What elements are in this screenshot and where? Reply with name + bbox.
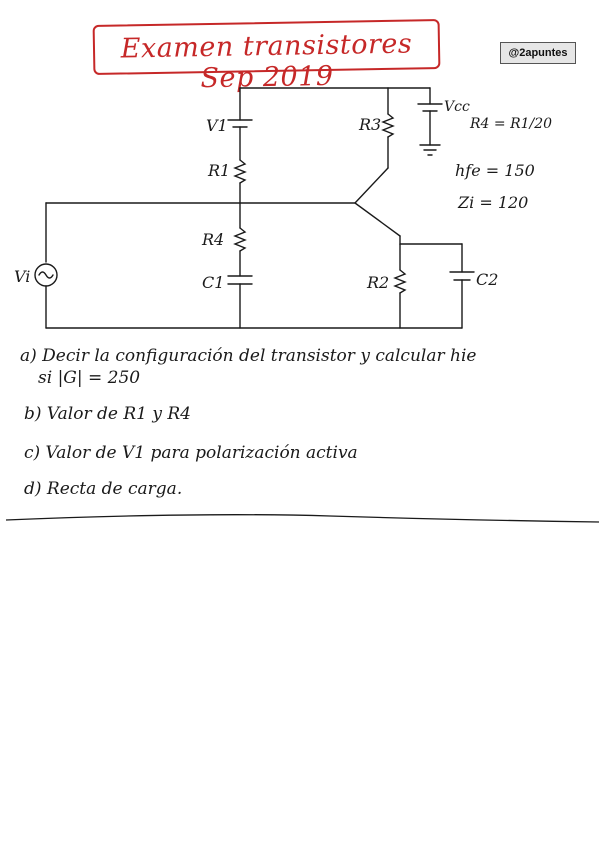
- label-r3: R3: [358, 115, 381, 134]
- r1-resistor: [233, 159, 247, 184]
- question-b: b) Valor de R1 y R4: [24, 404, 191, 424]
- label-v1: V1: [206, 116, 228, 135]
- c1-capacitor: [227, 275, 253, 285]
- label-c2: C2: [476, 270, 498, 289]
- label-vi: Vi: [14, 267, 30, 286]
- r4-resistor: [233, 227, 247, 252]
- given-r4-relation: R4 = R1/20: [469, 116, 552, 132]
- label-r2: R2: [366, 273, 389, 292]
- question-a-line1: a) Decir la configuración del transistor…: [20, 346, 477, 366]
- transistor: [354, 167, 401, 237]
- watermark-badge: @2apuntes: [500, 42, 576, 64]
- given-zi: Zi = 120: [457, 193, 528, 212]
- r2-resistor: [393, 269, 407, 294]
- given-hfe: hfe = 150: [455, 161, 535, 180]
- label-vcc: Vcc: [444, 99, 470, 115]
- label-c1: C1: [202, 273, 224, 292]
- label-r1: R1: [207, 161, 230, 180]
- vcc-battery: [417, 103, 443, 112]
- ground-icon: [419, 144, 441, 156]
- divider-line: [5, 514, 599, 523]
- question-a-line2: si |G| = 250: [38, 368, 141, 388]
- label-r4: R4: [201, 230, 224, 249]
- r3-resistor: [381, 113, 395, 138]
- question-d: d) Recta de carga.: [24, 479, 183, 499]
- v1-battery: [227, 119, 253, 128]
- c2-capacitor: [449, 271, 475, 281]
- circuit-diagram: V1 R1 R3 Vcc R4 C1 R2 C2 Vi R4 = R1/20 h…: [14, 87, 552, 329]
- question-c: c) Valor de V1 para polarización activa: [24, 443, 358, 463]
